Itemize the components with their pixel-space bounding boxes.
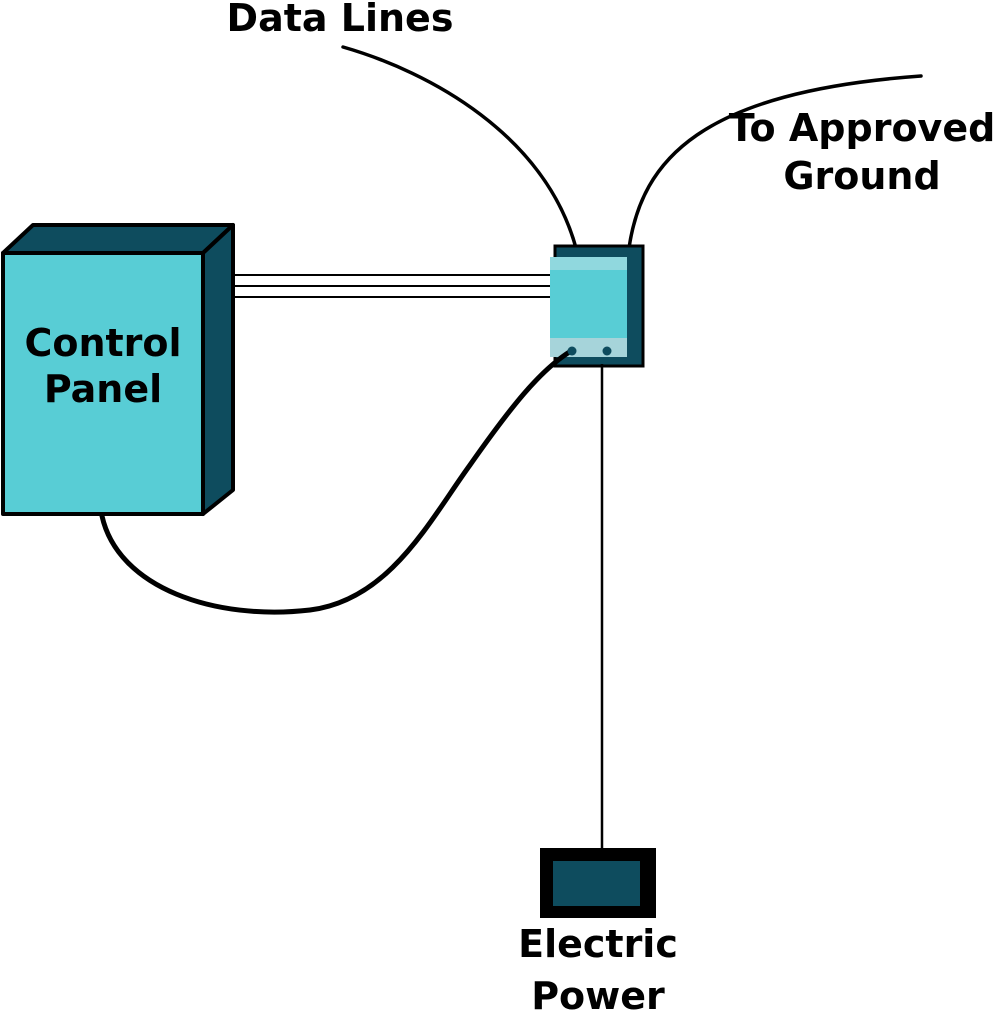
protector-box-top-band bbox=[550, 257, 627, 270]
control-panel-top-face bbox=[1, 223, 235, 255]
electric-power-label: Electric Power bbox=[448, 918, 748, 1022]
terminal-dot-right bbox=[602, 346, 612, 356]
data-lines-label: Data Lines bbox=[226, 0, 454, 40]
ground-label: To Approved Ground bbox=[712, 104, 998, 200]
ground-label-line2: Ground bbox=[783, 154, 941, 198]
data-line-bundle bbox=[232, 274, 552, 298]
control-panel-front-face bbox=[1, 251, 205, 516]
ground-curve bbox=[627, 74, 923, 250]
protector-box-terminal-band bbox=[550, 338, 627, 357]
electric-power-outlet bbox=[540, 848, 656, 918]
electric-power-outlet-inner bbox=[553, 861, 640, 906]
data-lines-curve bbox=[341, 45, 578, 250]
terminal-dot-left bbox=[567, 346, 577, 356]
control-panel-label-line1: Control bbox=[24, 321, 182, 365]
control-panel-label-line2: Panel bbox=[43, 367, 163, 411]
ground-label-line1: To Approved bbox=[728, 106, 996, 150]
protector-box bbox=[550, 244, 645, 368]
power-cable-curve bbox=[99, 348, 574, 615]
control-panel-side-face bbox=[201, 223, 235, 516]
control-panel-label: Control Panel bbox=[3, 320, 203, 412]
control-panel bbox=[1, 223, 235, 516]
electric-power-label-line1: Electric bbox=[518, 922, 678, 966]
electric-power-label-line2: Power bbox=[531, 974, 665, 1018]
